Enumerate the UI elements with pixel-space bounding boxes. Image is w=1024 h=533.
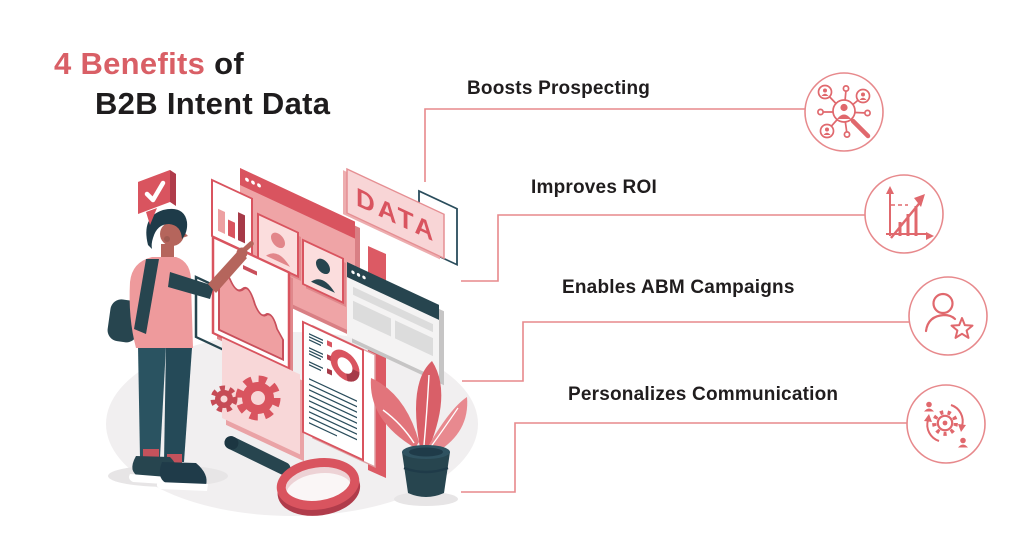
title-highlight: 4 Benefits	[54, 46, 206, 81]
magnifier-icon	[224, 436, 361, 516]
check-speech-bubble-icon	[138, 170, 176, 225]
benefit-label-personalization: Personalizes Communication	[568, 384, 839, 405]
gear-icon	[235, 375, 281, 421]
connector-line-2	[461, 214, 865, 282]
network-search-icon	[817, 84, 871, 139]
benefit-label-abm: Enables ABM Campaigns	[562, 277, 795, 298]
browser-window-teal	[347, 262, 444, 386]
plant	[370, 361, 468, 497]
benefit-label-prospecting: Boosts Prospecting	[467, 78, 651, 99]
gear-icon-small	[210, 385, 238, 413]
title-suffix: of	[214, 46, 245, 81]
connector-lines	[424, 108, 909, 493]
donut-chart	[330, 349, 360, 382]
plant-shadow	[394, 492, 458, 506]
profile-card-dark	[302, 238, 346, 308]
connector-line-3	[462, 321, 909, 382]
benefit-icons	[804, 72, 988, 464]
sync-gear-people-icon	[924, 401, 968, 448]
user-star-icon	[924, 292, 974, 339]
connector-line-1	[424, 108, 805, 182]
benefit-label-roi: Improves ROI	[531, 177, 657, 198]
growth-chart-icon	[886, 186, 934, 240]
title-line-2: B2B Intent Data	[95, 85, 331, 121]
gears-panel	[210, 338, 304, 462]
connector-line-4	[461, 422, 907, 493]
person-illustration	[107, 208, 254, 491]
report-document	[302, 320, 376, 469]
